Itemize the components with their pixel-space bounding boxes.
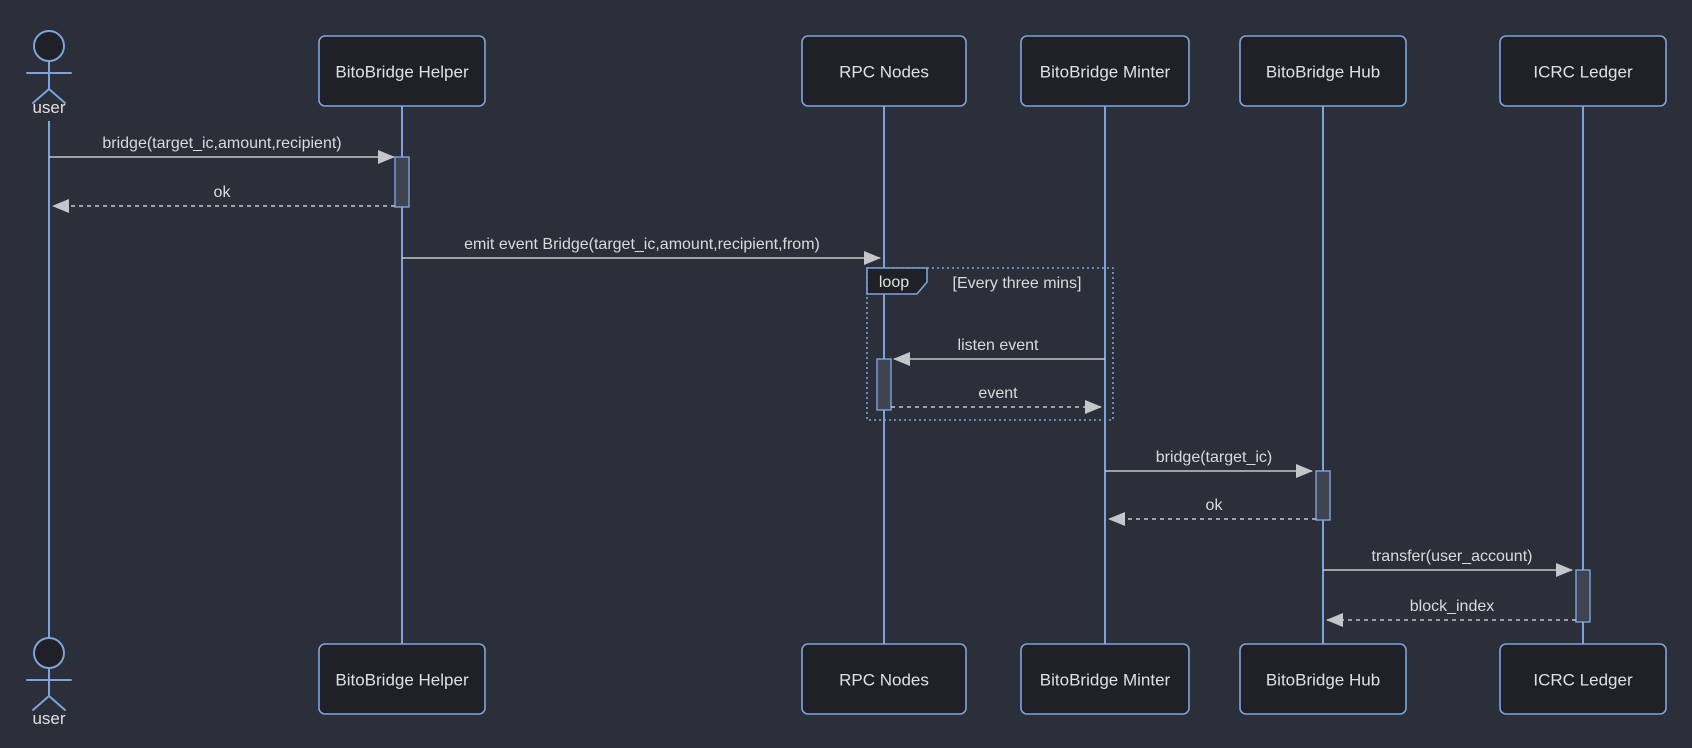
- activation-bitobridge-helper: [394, 156, 410, 208]
- participant-box: [318, 643, 486, 715]
- participant-top-bitobridge-helper: BitoBridge Helper: [318, 35, 486, 107]
- loop-label-box: [866, 267, 928, 295]
- participant-box: [801, 643, 967, 715]
- message-label: ok: [1206, 497, 1224, 514]
- actor-leg-right: [48, 695, 66, 711]
- participant-label: BitoBridge Helper: [335, 63, 469, 82]
- participant-box: [801, 35, 967, 107]
- participant-label: RPC Nodes: [839, 671, 929, 690]
- participant-top-bitobridge-hub: BitoBridge Hub: [1239, 35, 1407, 107]
- actor-label-user: user: [32, 709, 65, 728]
- participant-label: BitoBridge Hub: [1266, 63, 1380, 82]
- participant-box: [1499, 35, 1667, 107]
- participant-box: [1020, 35, 1190, 107]
- participant-box: [1499, 643, 1667, 715]
- message-label: ok: [214, 184, 232, 201]
- participant-label: ICRC Ledger: [1533, 63, 1633, 82]
- loop-fragment: loop [Every three mins]: [866, 267, 1114, 421]
- participant-box: [1239, 643, 1407, 715]
- message-label: transfer(user_account): [1372, 548, 1533, 565]
- participant-top-rpc-nodes: RPC Nodes: [801, 35, 967, 107]
- participant-bottom-rpc-nodes: RPC Nodes: [801, 643, 967, 715]
- loop-keyword: loop: [879, 274, 909, 291]
- participant-label: BitoBridge Helper: [335, 671, 469, 690]
- message-label: bridge(target_ic,amount,recipient): [102, 135, 341, 152]
- actor-label-user: user: [32, 98, 65, 117]
- activation-icrc-ledger: [1575, 569, 1591, 623]
- participant-box: [318, 35, 486, 107]
- participant-top-icrc-ledger: ICRC Ledger: [1499, 35, 1667, 107]
- participant-label: RPC Nodes: [839, 63, 929, 82]
- actor-user-top: user: [26, 30, 72, 117]
- participant-bottom-icrc-ledger: ICRC Ledger: [1499, 643, 1667, 715]
- participant-box: [1239, 35, 1407, 107]
- participant-label: BitoBridge Hub: [1266, 671, 1380, 690]
- actor-leg-left: [32, 88, 50, 104]
- message-label: block_index: [1410, 598, 1495, 615]
- participant-label: BitoBridge Minter: [1040, 671, 1171, 690]
- participant-label: BitoBridge Minter: [1040, 63, 1171, 82]
- participant-bottom-bitobridge-helper: BitoBridge Helper: [318, 643, 486, 715]
- participant-bottom-bitobridge-hub: BitoBridge Hub: [1239, 643, 1407, 715]
- loop-condition: [Every three mins]: [953, 275, 1082, 292]
- message-label: emit event Bridge(target_ic,amount,recip…: [464, 236, 820, 253]
- participant-box: [1020, 643, 1190, 715]
- participant-top-bitobridge-minter: BitoBridge Minter: [1020, 35, 1190, 107]
- actor-leg-right: [48, 88, 66, 104]
- activation-bitobridge-hub: [1315, 470, 1331, 521]
- participant-label: ICRC Ledger: [1533, 671, 1633, 690]
- loop-frame-border: [866, 267, 1114, 421]
- actor-user-bottom: user: [26, 637, 72, 728]
- participant-bottom-bitobridge-minter: BitoBridge Minter: [1020, 643, 1190, 715]
- message-label: event: [978, 385, 1018, 402]
- actor-leg-left: [32, 695, 50, 711]
- message-label: listen event: [958, 337, 1039, 354]
- actor-head: [33, 637, 65, 669]
- actor-head: [33, 30, 65, 62]
- message-label: bridge(target_ic): [1156, 449, 1273, 466]
- activation-rpc-nodes: [876, 358, 892, 411]
